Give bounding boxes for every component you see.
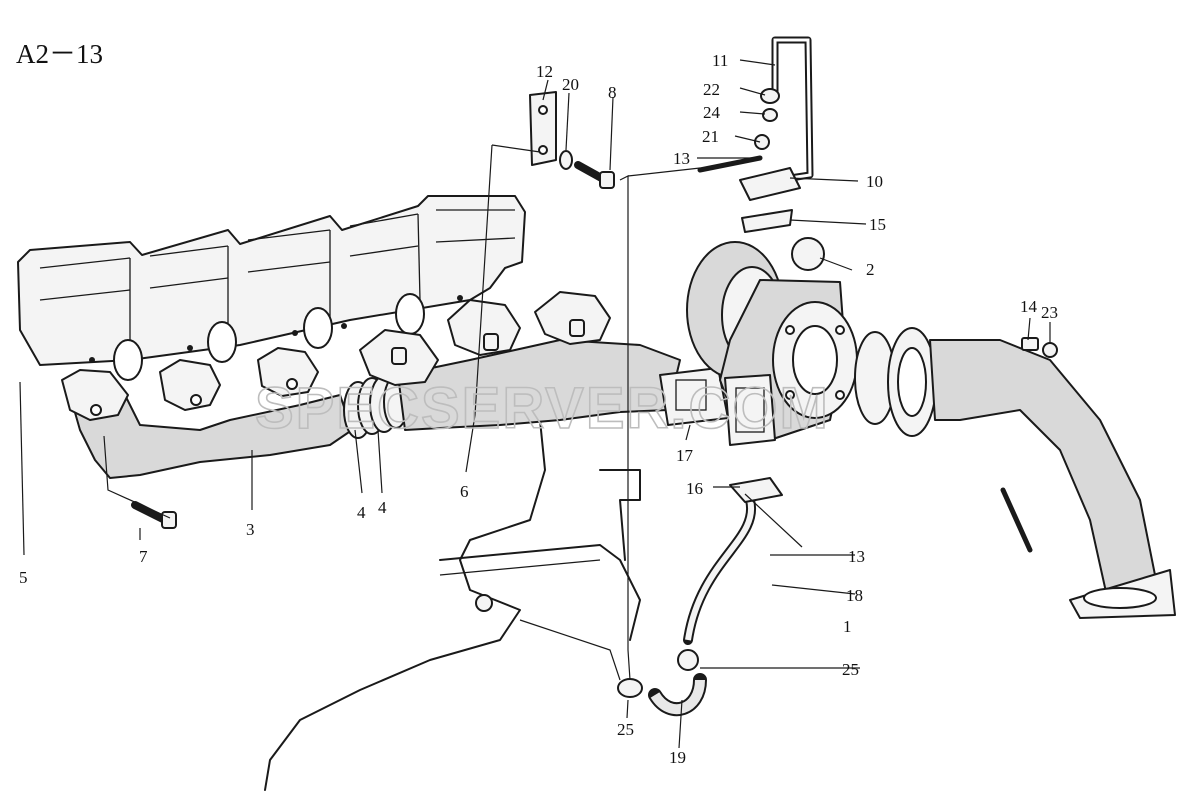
callout-23: 23 <box>1041 303 1058 322</box>
callout-25-left: 25 <box>617 720 634 739</box>
callout-2: 2 <box>866 260 875 279</box>
callout-10: 10 <box>866 172 883 191</box>
callout-16: 16 <box>686 479 703 498</box>
callout-17: 17 <box>676 446 694 465</box>
callout-25-right: 25 <box>842 660 859 679</box>
callout-8: 8 <box>608 83 617 102</box>
callout-5: 5 <box>19 568 28 587</box>
callout-13-top: 13 <box>673 149 690 168</box>
callout-12: 12 <box>536 62 553 81</box>
engine-block <box>17 195 641 791</box>
exhaust-manifold-rear <box>359 291 681 431</box>
callout-7: 7 <box>139 547 148 566</box>
callout-18: 18 <box>846 586 863 605</box>
figure-title: A2－13 <box>16 39 103 69</box>
callout-21: 21 <box>702 127 719 146</box>
oil-return-pipe <box>617 477 783 717</box>
callout-1: 1 <box>843 617 852 636</box>
callout-19: 19 <box>669 748 686 767</box>
callout-6: 6 <box>460 482 469 501</box>
bracket-and-bolts <box>131 91 615 529</box>
callout-14: 14 <box>1020 297 1038 316</box>
watermark-text: SPECSERVER.COM <box>255 376 830 441</box>
callout-22: 22 <box>703 80 720 99</box>
exhaust-elbow-pipe <box>854 327 1176 619</box>
callout-20: 20 <box>562 75 579 94</box>
callout-15: 15 <box>869 215 886 234</box>
callout-13-lower: 13 <box>848 547 865 566</box>
callout-3: 3 <box>246 520 255 539</box>
leader-lines <box>19 59 1051 749</box>
turbocharger <box>686 237 858 446</box>
exhaust-manifold-front <box>61 347 353 479</box>
callout-4-right: 4 <box>378 498 387 517</box>
callout-labels: 1 2 3 4 4 5 6 7 8 10 11 12 13 13 14 15 1… <box>19 51 1058 767</box>
callout-11: 11 <box>712 51 728 70</box>
callout-24: 24 <box>703 103 721 122</box>
callout-4-left: 4 <box>357 503 366 522</box>
oil-feed-assembly <box>697 36 1058 553</box>
